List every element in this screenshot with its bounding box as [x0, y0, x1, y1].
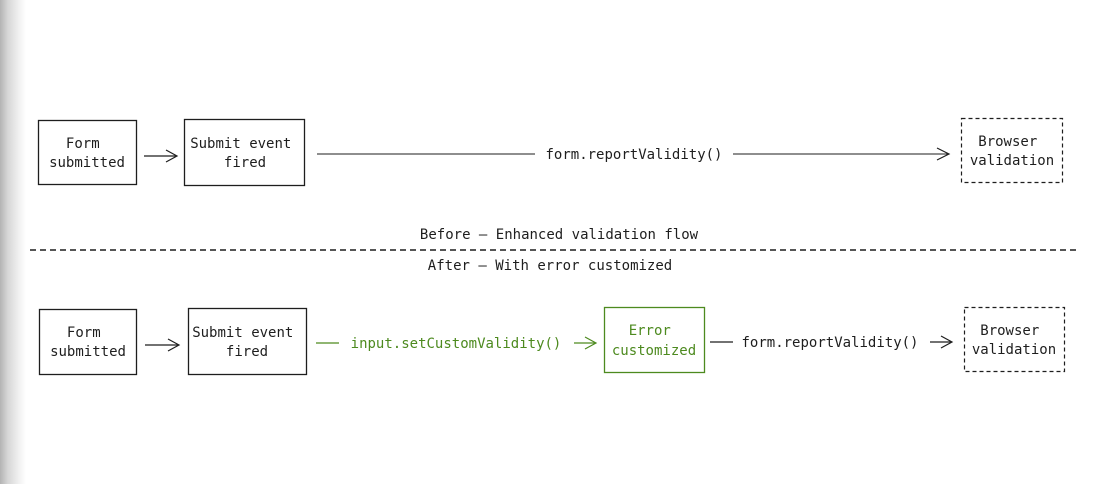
before-form-submitted-box	[37, 119, 138, 186]
before-flow: Form submitted Submit event fired form.r…	[37, 117, 1064, 187]
before-browser-validation-label: Browser validation	[970, 134, 1054, 169]
after-error-customized-label: Error customized	[612, 323, 696, 359]
after-arrow-report-validity	[710, 335, 954, 349]
after-flow: Form submitted Submit event fired input.…	[38, 306, 1066, 376]
window-edge-shadow	[0, 0, 26, 484]
before-submit-event-label: Submit event fired	[190, 136, 300, 171]
before-caption: Before – Enhanced validation flow	[420, 227, 699, 243]
after-submit-event-label: Submit event fired	[192, 325, 302, 360]
after-browser-validation-label: Browser validation	[972, 323, 1056, 358]
before-report-validity-label: form.reportValidity()	[545, 147, 722, 163]
after-report-validity-label: form.reportValidity()	[741, 335, 918, 351]
after-form-submitted-box	[38, 308, 138, 376]
before-submit-event-box	[183, 118, 306, 187]
after-browser-validation-box	[963, 306, 1066, 373]
after-caption: After – With error customized	[428, 258, 672, 274]
after-error-customized-box	[603, 306, 706, 374]
before-arrow-form-to-submit	[144, 149, 179, 163]
before-arrow-report-validity	[317, 147, 951, 161]
after-arrow-form-to-submit	[145, 338, 181, 352]
after-form-submitted-label: Form submitted	[50, 325, 126, 360]
after-set-custom-validity-label: input.setCustomValidity()	[351, 336, 562, 352]
after-arrow-set-custom-validity	[316, 336, 598, 350]
before-form-submitted-label: Form submitted	[49, 136, 125, 171]
before-browser-validation-box	[960, 117, 1064, 184]
after-submit-event-box	[187, 307, 308, 376]
